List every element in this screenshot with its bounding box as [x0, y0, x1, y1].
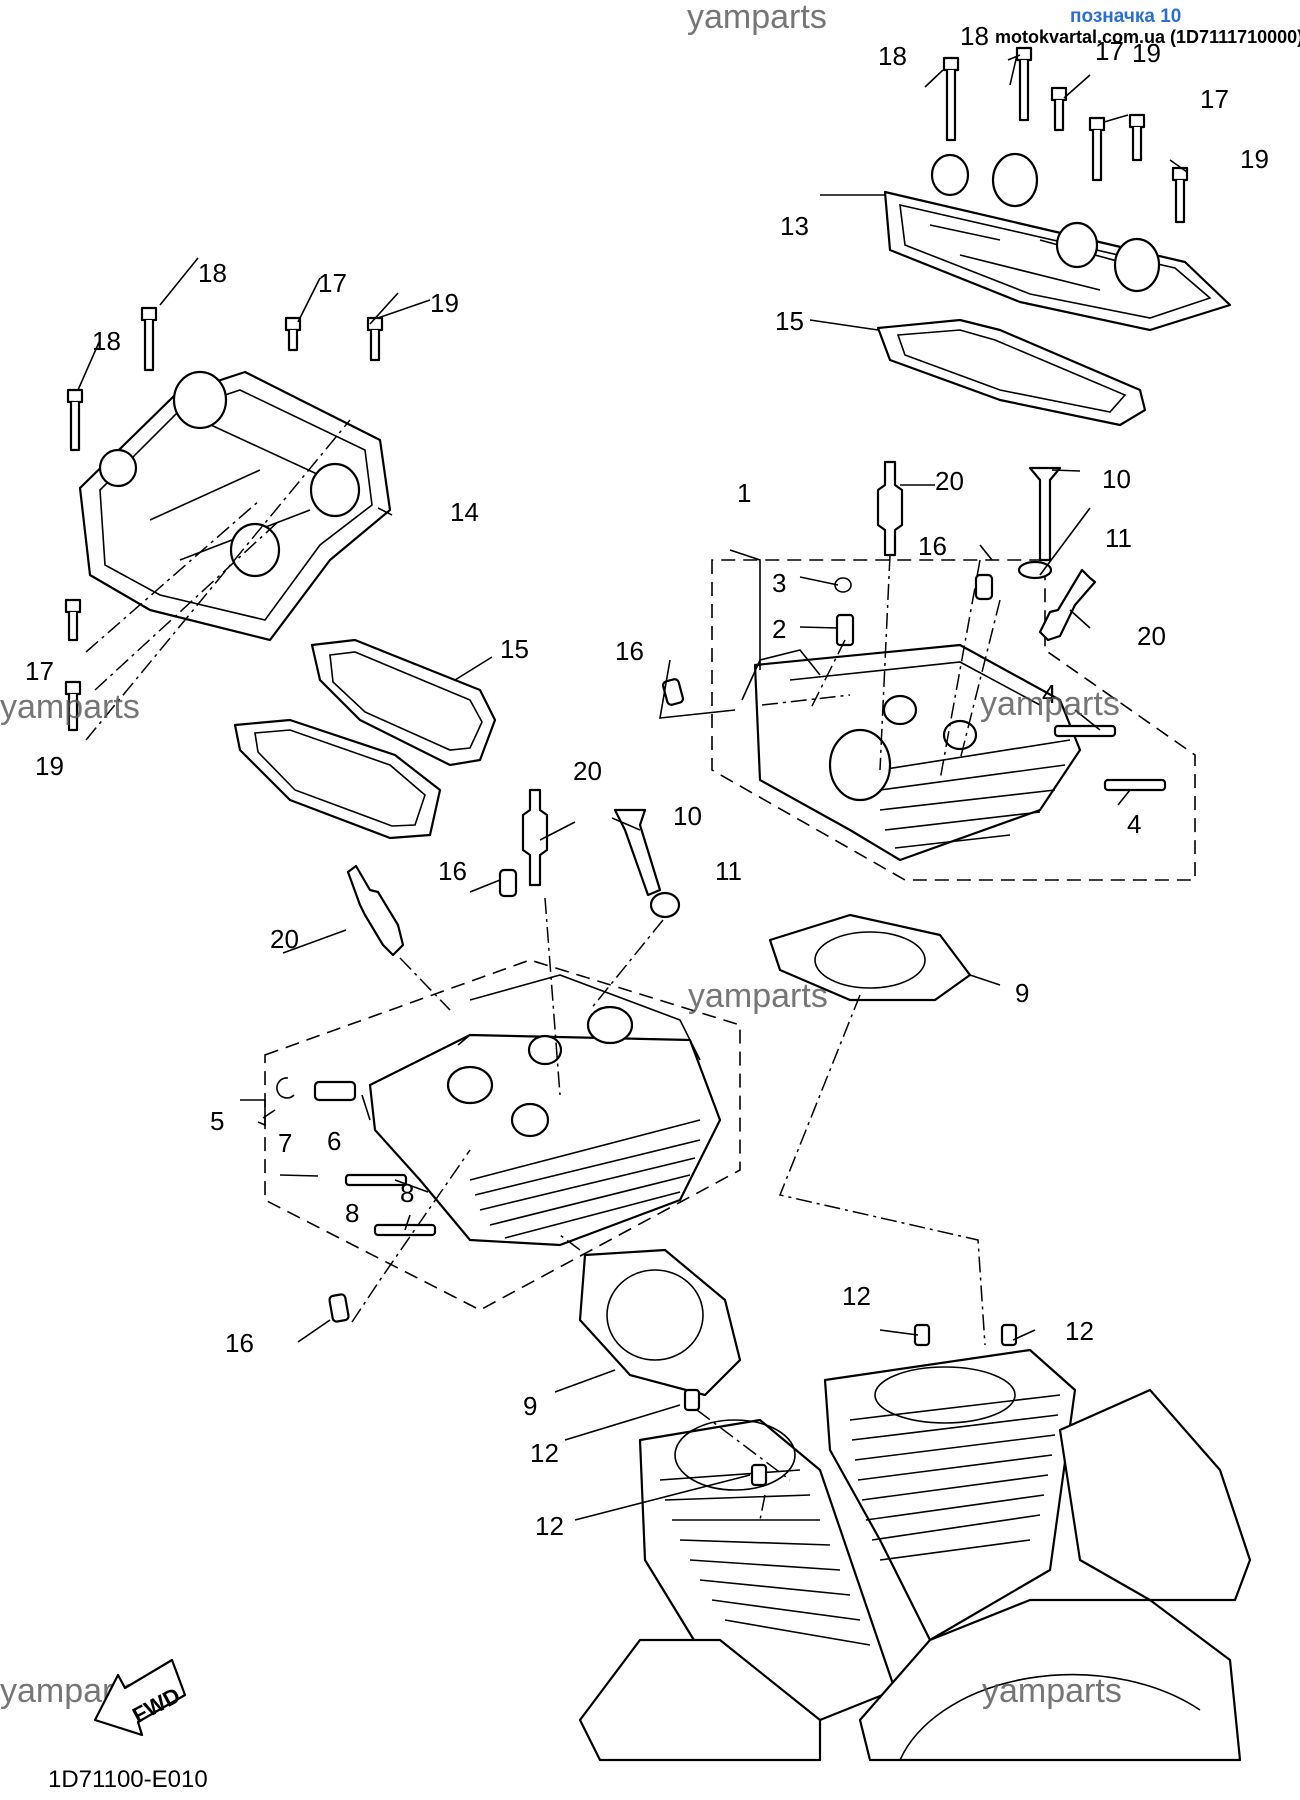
callout-15b: 15: [500, 634, 529, 664]
callout-5: 5: [210, 1106, 224, 1136]
rear-cover-bolts: [942, 46, 1189, 224]
callout-3: 3: [772, 568, 786, 598]
callout-17a: 17: [1095, 36, 1124, 66]
callout-2: 2: [772, 614, 786, 644]
callout-17d: 17: [25, 656, 54, 686]
callout-16d: 16: [225, 1328, 254, 1358]
callout-20a: 20: [935, 466, 964, 496]
callout-20b: 20: [1137, 621, 1166, 651]
rear-head-gasket: [768, 913, 972, 1002]
front-oil-pipe-and-washer: [613, 808, 681, 919]
callout-17c: 17: [318, 268, 347, 298]
callout-12c: 12: [530, 1438, 559, 1468]
rear-head-small-parts: [661, 573, 1167, 792]
callout-19c: 19: [430, 288, 459, 318]
callout-17b: 17: [1200, 84, 1229, 114]
watermark-1: yamparts: [687, 0, 827, 36]
callout-8b: 8: [345, 1198, 359, 1228]
engine-block: [578, 1348, 1252, 1762]
callout-9b: 9: [523, 1391, 537, 1421]
assembly-axes: [351, 554, 1001, 1521]
callout-1: 1: [737, 478, 751, 508]
callout-14: 14: [450, 497, 479, 527]
callout-18d: 18: [92, 326, 121, 356]
callout-11b: 11: [715, 856, 742, 886]
front-head-assembly-boundary: [264, 959, 741, 1311]
watermark-4: yamparts: [688, 977, 828, 1015]
watermark-3: yamparts: [980, 685, 1120, 723]
callout-20d: 20: [270, 924, 299, 954]
rear-cover-gasket: [876, 318, 1147, 427]
callout-11a: 11: [1105, 523, 1132, 553]
callout-16a: 16: [918, 531, 947, 561]
header-source: motokvartal.com.ua (1D7111710000): [995, 27, 1300, 47]
callout-4a: 4: [1042, 679, 1056, 709]
callout-13: 13: [780, 211, 809, 241]
callout-numbers: 1 2 3 4 4 5 6 7 8 8 9 9 10 10 11 11 12 1…: [25, 21, 1269, 1541]
callout-18c: 18: [198, 258, 227, 288]
rear-cylinder-head: [741, 643, 1082, 862]
front-cylinder-head: [368, 974, 722, 1247]
diagram-code: 1D71100-E010: [48, 1766, 208, 1793]
callout-16b: 16: [615, 636, 644, 666]
callout-19a: 19: [1132, 38, 1161, 68]
header-label: позначка 10: [1070, 6, 1181, 27]
callout-19b: 19: [1240, 144, 1269, 174]
callout-18a: 18: [878, 41, 907, 71]
watermarks: yamparts yamparts yamparts yamparts yamp…: [0, 0, 1122, 1710]
callout-10a: 10: [1102, 464, 1131, 494]
callout-20c: 20: [573, 756, 602, 786]
front-head-gasket: [578, 1248, 742, 1397]
callout-18b: 18: [960, 21, 989, 51]
callout-15a: 15: [775, 306, 804, 336]
callout-16c: 16: [438, 856, 467, 886]
front-spark-plugs: [346, 788, 549, 957]
leader-lines: [77, 54, 1188, 1521]
watermark-2: yamparts: [0, 688, 140, 726]
front-cylinder-head-cover: [78, 370, 392, 642]
callout-10b: 10: [673, 801, 702, 831]
callout-4b: 4: [1127, 809, 1141, 839]
callout-12b: 12: [1065, 1316, 1094, 1346]
rear-cylinder-head-cover: [883, 152, 1232, 332]
watermark-5: yamparts: [982, 1672, 1122, 1710]
callout-9a: 9: [1015, 978, 1029, 1008]
front-cover-bolts: [64, 306, 384, 732]
callout-6: 6: [327, 1126, 341, 1156]
callout-12a: 12: [842, 1281, 871, 1311]
callout-19d: 19: [35, 751, 64, 781]
front-cover-gasket-upper: [310, 638, 497, 767]
callout-12d: 12: [535, 1511, 564, 1541]
callout-7: 7: [278, 1128, 292, 1158]
rear-oil-pipe-and-washer: [1017, 466, 1062, 580]
callout-8a: 8: [400, 1178, 414, 1208]
front-cover-gasket-lower: [233, 718, 442, 840]
rear-spark-plugs: [876, 460, 1097, 642]
